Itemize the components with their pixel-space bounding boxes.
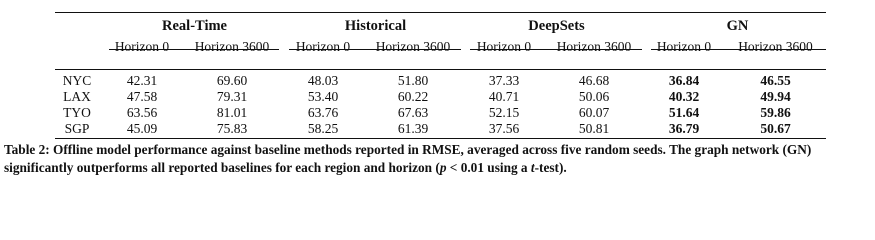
table-cell: 46.68 — [578, 73, 610, 88]
table-cell: 75.83 — [216, 121, 248, 136]
table-cell: 50.81 — [578, 121, 610, 136]
table-cell: 47.58 — [126, 89, 158, 104]
subheader-deepsets-h3600: Horizon 3600 — [556, 39, 632, 54]
caption-label: Table 2: — [4, 142, 50, 157]
subheader-historical-h0: Horizon 0 — [295, 39, 351, 54]
table-cell: 61.39 — [397, 121, 429, 136]
table-cell: 60.22 — [397, 89, 429, 104]
group-header-deepsets: DeepSets — [528, 18, 585, 34]
caption-text: Offline model performance against baseli… — [4, 142, 812, 175]
group-underline-gn — [651, 49, 826, 50]
table-cell-best: 36.79 — [668, 121, 700, 136]
row-label-sgp: SGP — [64, 121, 90, 136]
table-cell: 79.31 — [216, 89, 248, 104]
table-cell: 81.01 — [216, 105, 248, 120]
table-cell: 69.60 — [216, 73, 248, 88]
table-mid-rule — [55, 69, 826, 70]
table-cell: 60.07 — [578, 105, 610, 120]
table-cell: 42.31 — [126, 73, 158, 88]
table-cell: 63.76 — [307, 105, 339, 120]
table-cell-best: 59.86 — [760, 105, 791, 120]
group-underline-realtime — [109, 49, 279, 50]
subheader-realtime-h0: Horizon 0 — [114, 39, 170, 54]
table-cell: 37.33 — [488, 73, 520, 88]
table-cell: 53.40 — [307, 89, 339, 104]
table-cell-best: 46.55 — [760, 73, 791, 88]
caption-end: -test). — [534, 160, 567, 175]
group-header-historical: Historical — [344, 18, 407, 34]
table-cell-best: 49.94 — [760, 89, 791, 104]
table-bottom-rule — [55, 138, 826, 139]
table-cell: 67.63 — [397, 105, 429, 120]
table-cell: 45.09 — [126, 121, 158, 136]
subheader-historical-h3600: Horizon 3600 — [375, 39, 451, 54]
table-cell: 63.56 — [126, 105, 158, 120]
row-label-lax: LAX — [63, 89, 91, 104]
table-top-rule — [55, 12, 826, 13]
table-cell: 58.25 — [307, 121, 339, 136]
subheader-gn-h3600: Horizon 3600 — [738, 39, 813, 54]
caption-p-symbol: p — [439, 160, 447, 175]
group-header-realtime: Real-Time — [162, 18, 227, 34]
table-cell-best: 51.64 — [668, 105, 700, 120]
table-cell: 51.80 — [397, 73, 429, 88]
subheader-gn-h0: Horizon 0 — [656, 39, 712, 54]
row-label-nyc: NYC — [62, 73, 92, 88]
group-underline-historical — [289, 49, 461, 50]
table-cell: 52.15 — [488, 105, 520, 120]
caption-t-symbol: t — [530, 160, 535, 175]
table-cell: 37.56 — [488, 121, 520, 136]
table-cell-best: 50.67 — [760, 121, 791, 136]
table-caption: Table 2: Offline model performance again… — [4, 141, 872, 177]
subheader-deepsets-h0: Horizon 0 — [476, 39, 532, 54]
group-header-gn: GN — [726, 18, 749, 34]
subheader-realtime-h3600: Horizon 3600 — [194, 39, 270, 54]
table-cell: 48.03 — [307, 73, 339, 88]
table-cell: 50.06 — [578, 89, 610, 104]
caption-p-rest: < 0.01 using a — [446, 160, 531, 175]
table-cell: 40.71 — [488, 89, 520, 104]
table-cell-best: 36.84 — [668, 73, 700, 88]
row-label-tyo: TYO — [63, 105, 91, 120]
table-cell-best: 40.32 — [668, 89, 700, 104]
group-underline-deepsets — [470, 49, 642, 50]
